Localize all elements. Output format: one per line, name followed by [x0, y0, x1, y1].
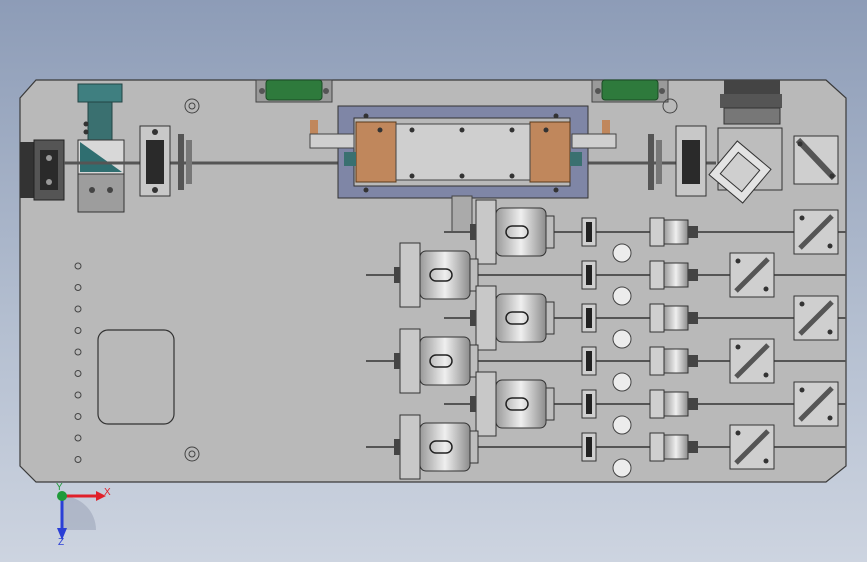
- vertical-post: [451, 195, 473, 233]
- side-hole: [74, 305, 82, 313]
- optical-row: [444, 285, 846, 351]
- coordinate-triad: X Y Z: [56, 482, 111, 548]
- plate-holes: [184, 98, 678, 462]
- optical-row: [366, 414, 846, 480]
- left-end-block: [20, 139, 65, 201]
- side-hole: [74, 262, 82, 270]
- left-bearing: [139, 125, 192, 197]
- side-hole: [74, 434, 82, 442]
- side-hole: [74, 370, 82, 377]
- side-holes-column: [74, 262, 82, 463]
- side-hole: [74, 284, 82, 291]
- right-mount-assembly: [708, 80, 783, 204]
- y-axis-label: Y: [56, 482, 63, 493]
- side-hole: [74, 391, 82, 399]
- prism-assembly: [77, 83, 125, 213]
- x-axis-label: X: [104, 487, 111, 498]
- center-frame: [309, 105, 617, 199]
- green-clamp-right: [591, 79, 669, 103]
- right-bearing: [648, 125, 707, 197]
- optical-row: [444, 371, 846, 437]
- optical-rows: [366, 199, 846, 480]
- optical-row: [444, 199, 846, 265]
- z-axis-label: Z: [58, 537, 64, 548]
- side-hole: [74, 348, 82, 356]
- side-hole: [74, 413, 82, 420]
- optical-row: [366, 242, 846, 308]
- side-hole: [74, 327, 82, 334]
- optical-row: [366, 328, 846, 394]
- side-window: [97, 329, 175, 425]
- corner-mount-top: [793, 135, 839, 185]
- side-hole: [74, 456, 82, 463]
- green-clamp-left: [255, 79, 333, 103]
